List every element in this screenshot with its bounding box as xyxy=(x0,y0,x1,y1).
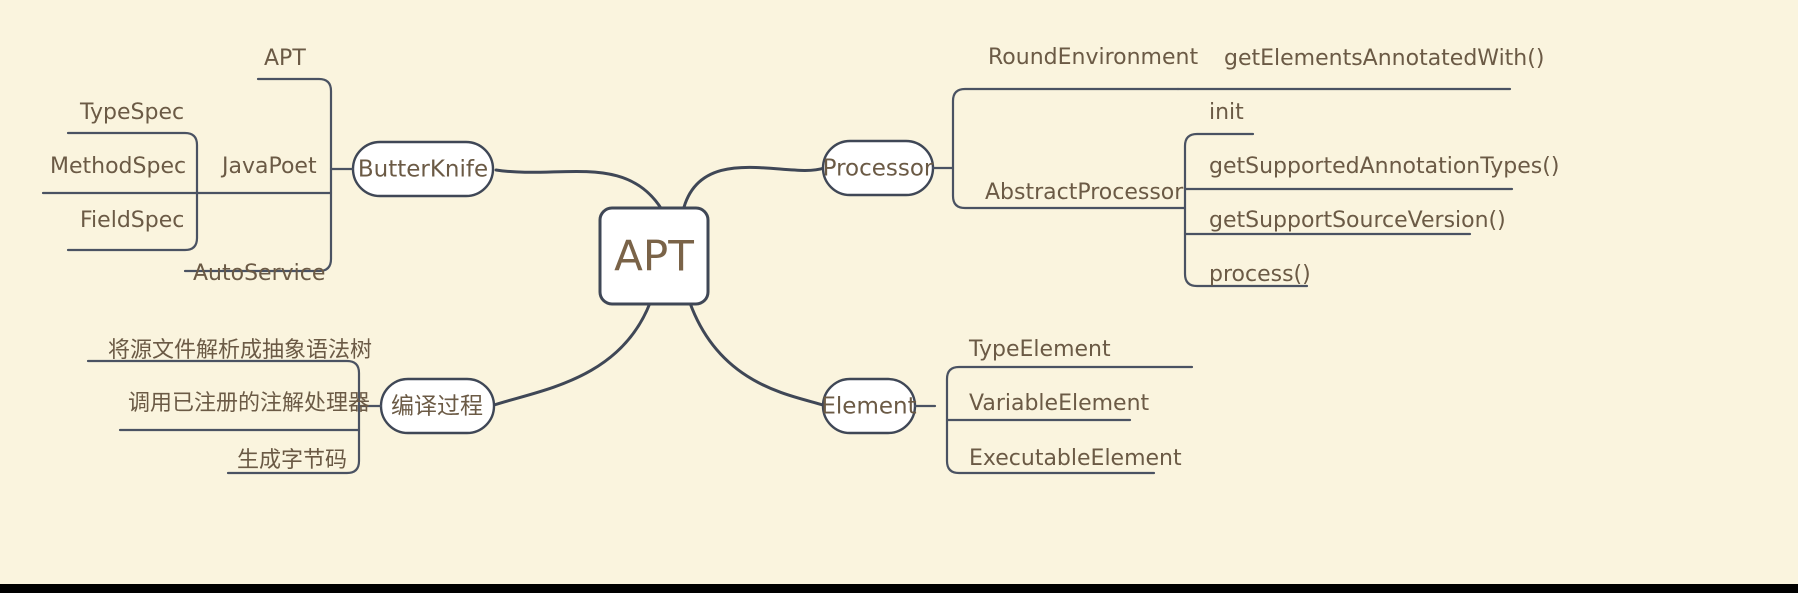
leaf-butterknife-apt[interactable]: APT xyxy=(264,46,306,71)
leaf-element-executableelement-label: ExecutableElement xyxy=(969,446,1182,471)
edge-root-compile xyxy=(492,301,652,407)
leaf-element-typeelement-label: TypeElement xyxy=(968,337,1111,362)
leaf-butterknife-apt-label: APT xyxy=(264,46,306,71)
node-processor-label: Processor xyxy=(823,156,934,182)
root-node[interactable]: APT xyxy=(598,206,710,306)
leaf-abstractprocessor-init[interactable]: init xyxy=(1209,100,1244,125)
leaf-javapoet-fieldspec-label: FieldSpec xyxy=(80,208,184,233)
leaf-element-typeelement[interactable]: TypeElement xyxy=(968,337,1111,362)
leaf-butterknife-autoservice-label: AutoService xyxy=(193,261,325,286)
root-node-label: APT xyxy=(614,232,694,281)
leaf-butterknife-autoservice[interactable]: AutoService xyxy=(193,261,325,286)
leaf-element-executableelement[interactable]: ExecutableElement xyxy=(969,446,1182,471)
bracket-abstractprocessor xyxy=(1183,132,1309,288)
leaf-abstractprocessor-process-label: process() xyxy=(1209,262,1311,287)
leaf-element-variableelement-label: VariableElement xyxy=(969,391,1150,416)
leaf-abstractprocessor-process[interactable]: process() xyxy=(1209,262,1311,287)
node-element[interactable]: Element xyxy=(821,377,917,435)
leaf-processor-abstractprocessor-label: AbstractProcessor xyxy=(985,180,1184,205)
leaf-compile-parse-ast[interactable]: 将源文件解析成抽象语法树 xyxy=(108,338,372,363)
leaf-processor-abstractprocessor[interactable]: AbstractProcessor xyxy=(985,180,1184,205)
edge-root-element xyxy=(688,301,825,407)
leaf-roundenvironment-getelementsannotatedwith[interactable]: getElementsAnnotatedWith() xyxy=(1224,46,1544,71)
branch-compile-process: 编译过程 将源文件解析成抽象语法树 调用已注册的注解处理器 生成字节码 xyxy=(86,338,496,475)
leaf-butterknife-javapoet-label: JavaPoet xyxy=(220,154,317,179)
leaf-roundenvironment-getelementsannotatedwith-label: getElementsAnnotatedWith() xyxy=(1224,46,1544,71)
branch-butterknife: ButterKnife APT JavaPoet AutoService xyxy=(41,46,495,286)
bracket-butterknife xyxy=(183,77,333,273)
leaf-abstractprocessor-init-label: init xyxy=(1209,100,1244,125)
node-compile-process-label: 编译过程 xyxy=(391,394,483,420)
leaf-javapoet-typespec[interactable]: TypeSpec xyxy=(79,100,184,125)
leaf-processor-roundenvironment-label: RoundEnvironment xyxy=(988,45,1198,70)
leaf-javapoet-typespec-label: TypeSpec xyxy=(79,100,184,125)
edge-root-butterknife xyxy=(494,168,667,217)
leaf-compile-parse-ast-label: 将源文件解析成抽象语法树 xyxy=(108,338,372,363)
bracket-compile-process xyxy=(86,359,361,475)
leaf-abstractprocessor-getsupportedannotationtypes-label: getSupportedAnnotationTypes() xyxy=(1209,154,1559,179)
leaf-abstractprocessor-getsupportsourceversion[interactable]: getSupportSourceVersion() xyxy=(1209,208,1506,233)
node-butterknife[interactable]: ButterKnife xyxy=(351,140,495,198)
branch-processor: Processor RoundEnvironment getElementsAn… xyxy=(821,45,1559,288)
bracket-javapoet xyxy=(66,131,199,252)
node-butterknife-label: ButterKnife xyxy=(358,157,488,183)
leaf-abstractprocessor-getsupportsourceversion-label: getSupportSourceVersion() xyxy=(1209,208,1506,233)
leaf-compile-generate-bytecode[interactable]: 生成字节码 xyxy=(237,448,347,473)
node-compile-process[interactable]: 编译过程 xyxy=(379,377,496,435)
leaf-compile-generate-bytecode-label: 生成字节码 xyxy=(237,448,347,473)
node-processor[interactable]: Processor xyxy=(821,139,935,197)
leaf-compile-invoke-processors[interactable]: 调用已注册的注解处理器 xyxy=(128,391,370,416)
leaf-processor-roundenvironment[interactable]: RoundEnvironment xyxy=(988,45,1198,70)
root-edges xyxy=(492,165,826,407)
bottom-bar xyxy=(0,584,1798,593)
leaf-compile-invoke-processors-label: 调用已注册的注解处理器 xyxy=(128,391,370,416)
leaf-javapoet-fieldspec[interactable]: FieldSpec xyxy=(80,208,184,233)
leaf-javapoet-methodspec-label: MethodSpec xyxy=(50,154,186,179)
bracket-processor xyxy=(951,87,1187,210)
leaf-butterknife-javapoet[interactable]: JavaPoet xyxy=(220,154,317,179)
leaf-javapoet-methodspec[interactable]: MethodSpec xyxy=(50,154,186,179)
leaf-abstractprocessor-getsupportedannotationtypes[interactable]: getSupportedAnnotationTypes() xyxy=(1209,154,1559,179)
branch-element: Element TypeElement VariableElement Exec… xyxy=(821,337,1194,475)
root-node-shape xyxy=(598,206,710,306)
edge-root-processor xyxy=(681,165,826,213)
node-element-label: Element xyxy=(821,394,916,420)
leaf-element-variableelement[interactable]: VariableElement xyxy=(969,391,1150,416)
